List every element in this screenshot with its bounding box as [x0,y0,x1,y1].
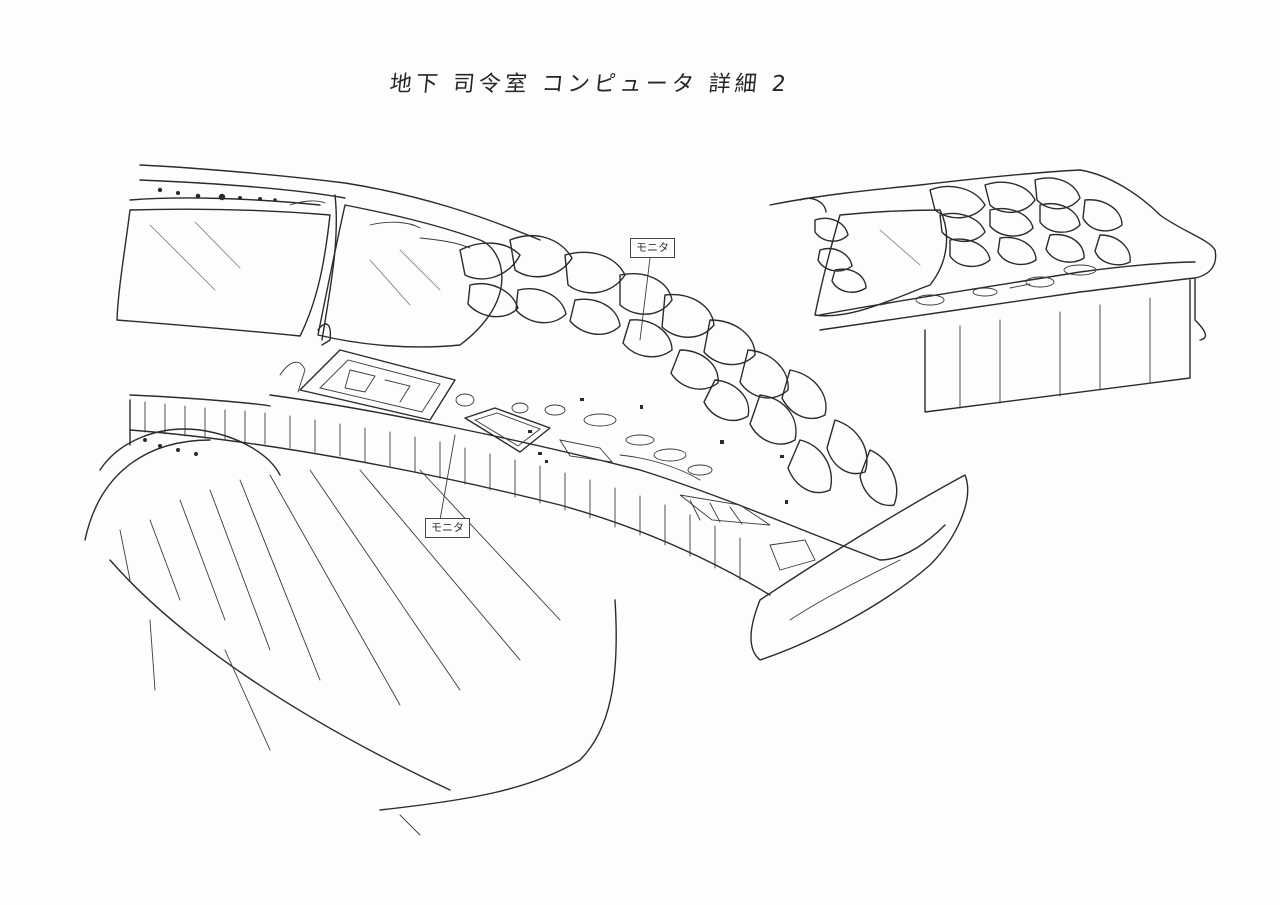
side-console-view [769,169,1217,413]
main-console [84,164,969,836]
monitor-label-upper: モニタ [630,238,675,258]
monitor-label-lower: モニタ [425,518,470,538]
